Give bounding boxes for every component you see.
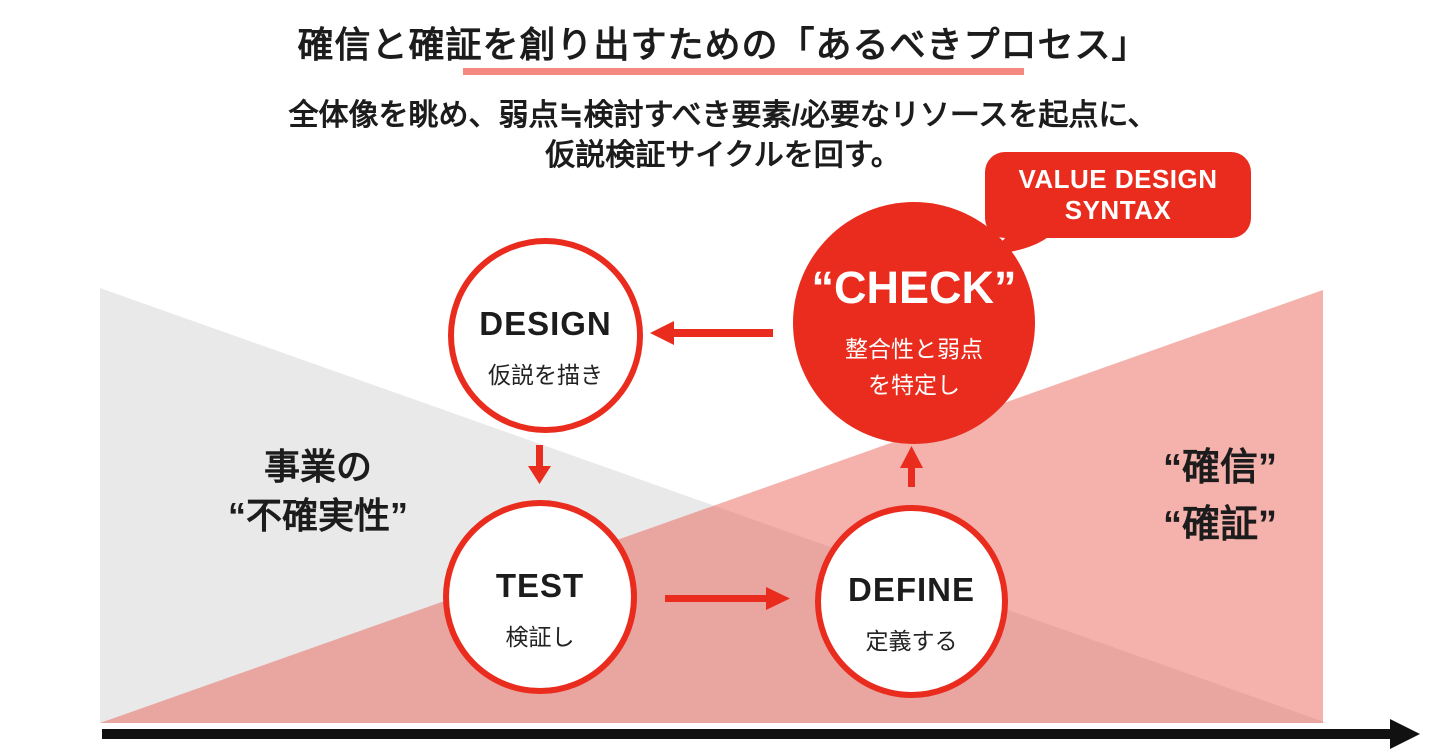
arrow-design-to-test-icon <box>528 445 551 484</box>
arrow-check-to-design-icon <box>650 321 773 345</box>
uncertainty-label: 事業の “不確実性” <box>168 442 468 540</box>
check-step-sublabel-line2: を特定し <box>868 371 960 398</box>
certainty-label-line1: “確信” <box>1162 447 1277 489</box>
title-underline <box>463 68 1024 75</box>
axis-arrow-icon <box>102 719 1420 749</box>
arrow-test-to-define-icon <box>665 587 790 610</box>
design-step-sublabel: 仮説を描き <box>488 362 603 388</box>
arrow-define-to-check-icon <box>900 446 923 487</box>
page-title: 確信と確証を創り出すための「あるべきプロセス」 <box>297 24 1149 65</box>
design-step-label: DESIGN <box>479 305 612 342</box>
test-step-sublabel: 検証し <box>505 623 575 650</box>
subtitle-line2: 仮説検証サイクルを回す。 <box>545 139 901 172</box>
define-step-sublabel: 定義する <box>865 628 958 654</box>
check-step-label: “CHECK” <box>811 261 1017 313</box>
subtitle: 全体像を眺め、弱点≒検討すべき要素/必要なリソースを起点に、 仮説検証サイクルを… <box>0 96 1446 176</box>
check-step-sublabel-line1: 整合性と弱点 <box>845 335 983 362</box>
callout-line1: VALUE DESIGN <box>1018 164 1218 194</box>
subtitle-line1: 全体像を眺め、弱点≒検討すべき要素/必要なリソースを起点に、 <box>288 99 1158 132</box>
define-step-label: DEFINE <box>847 571 975 608</box>
define-step-circle: DEFINE 定義する <box>815 505 1008 698</box>
callout-line2: SYNTAX <box>1064 195 1172 225</box>
test-step-circle: TEST 検証し <box>443 500 637 694</box>
uncertainty-label-line1: 事業の <box>263 446 372 487</box>
uncertainty-label-line2: “不確実性” <box>227 495 408 536</box>
uncertainty-triangle <box>100 288 1327 723</box>
test-step-label: TEST <box>495 566 585 604</box>
check-step-circle: “CHECK” 整合性と弱点 を特定し <box>793 202 1035 444</box>
callout-bubble: VALUE DESIGN SYNTAX <box>985 152 1251 238</box>
check-step-sublabel: 整合性と弱点 を特定し <box>845 331 983 403</box>
certainty-label: “確信” “確証” <box>1070 440 1370 554</box>
certainty-label-line2: “確証” <box>1162 504 1277 546</box>
certainty-triangle <box>100 290 1323 723</box>
design-step-circle: DESIGN 仮説を描き <box>448 238 643 433</box>
